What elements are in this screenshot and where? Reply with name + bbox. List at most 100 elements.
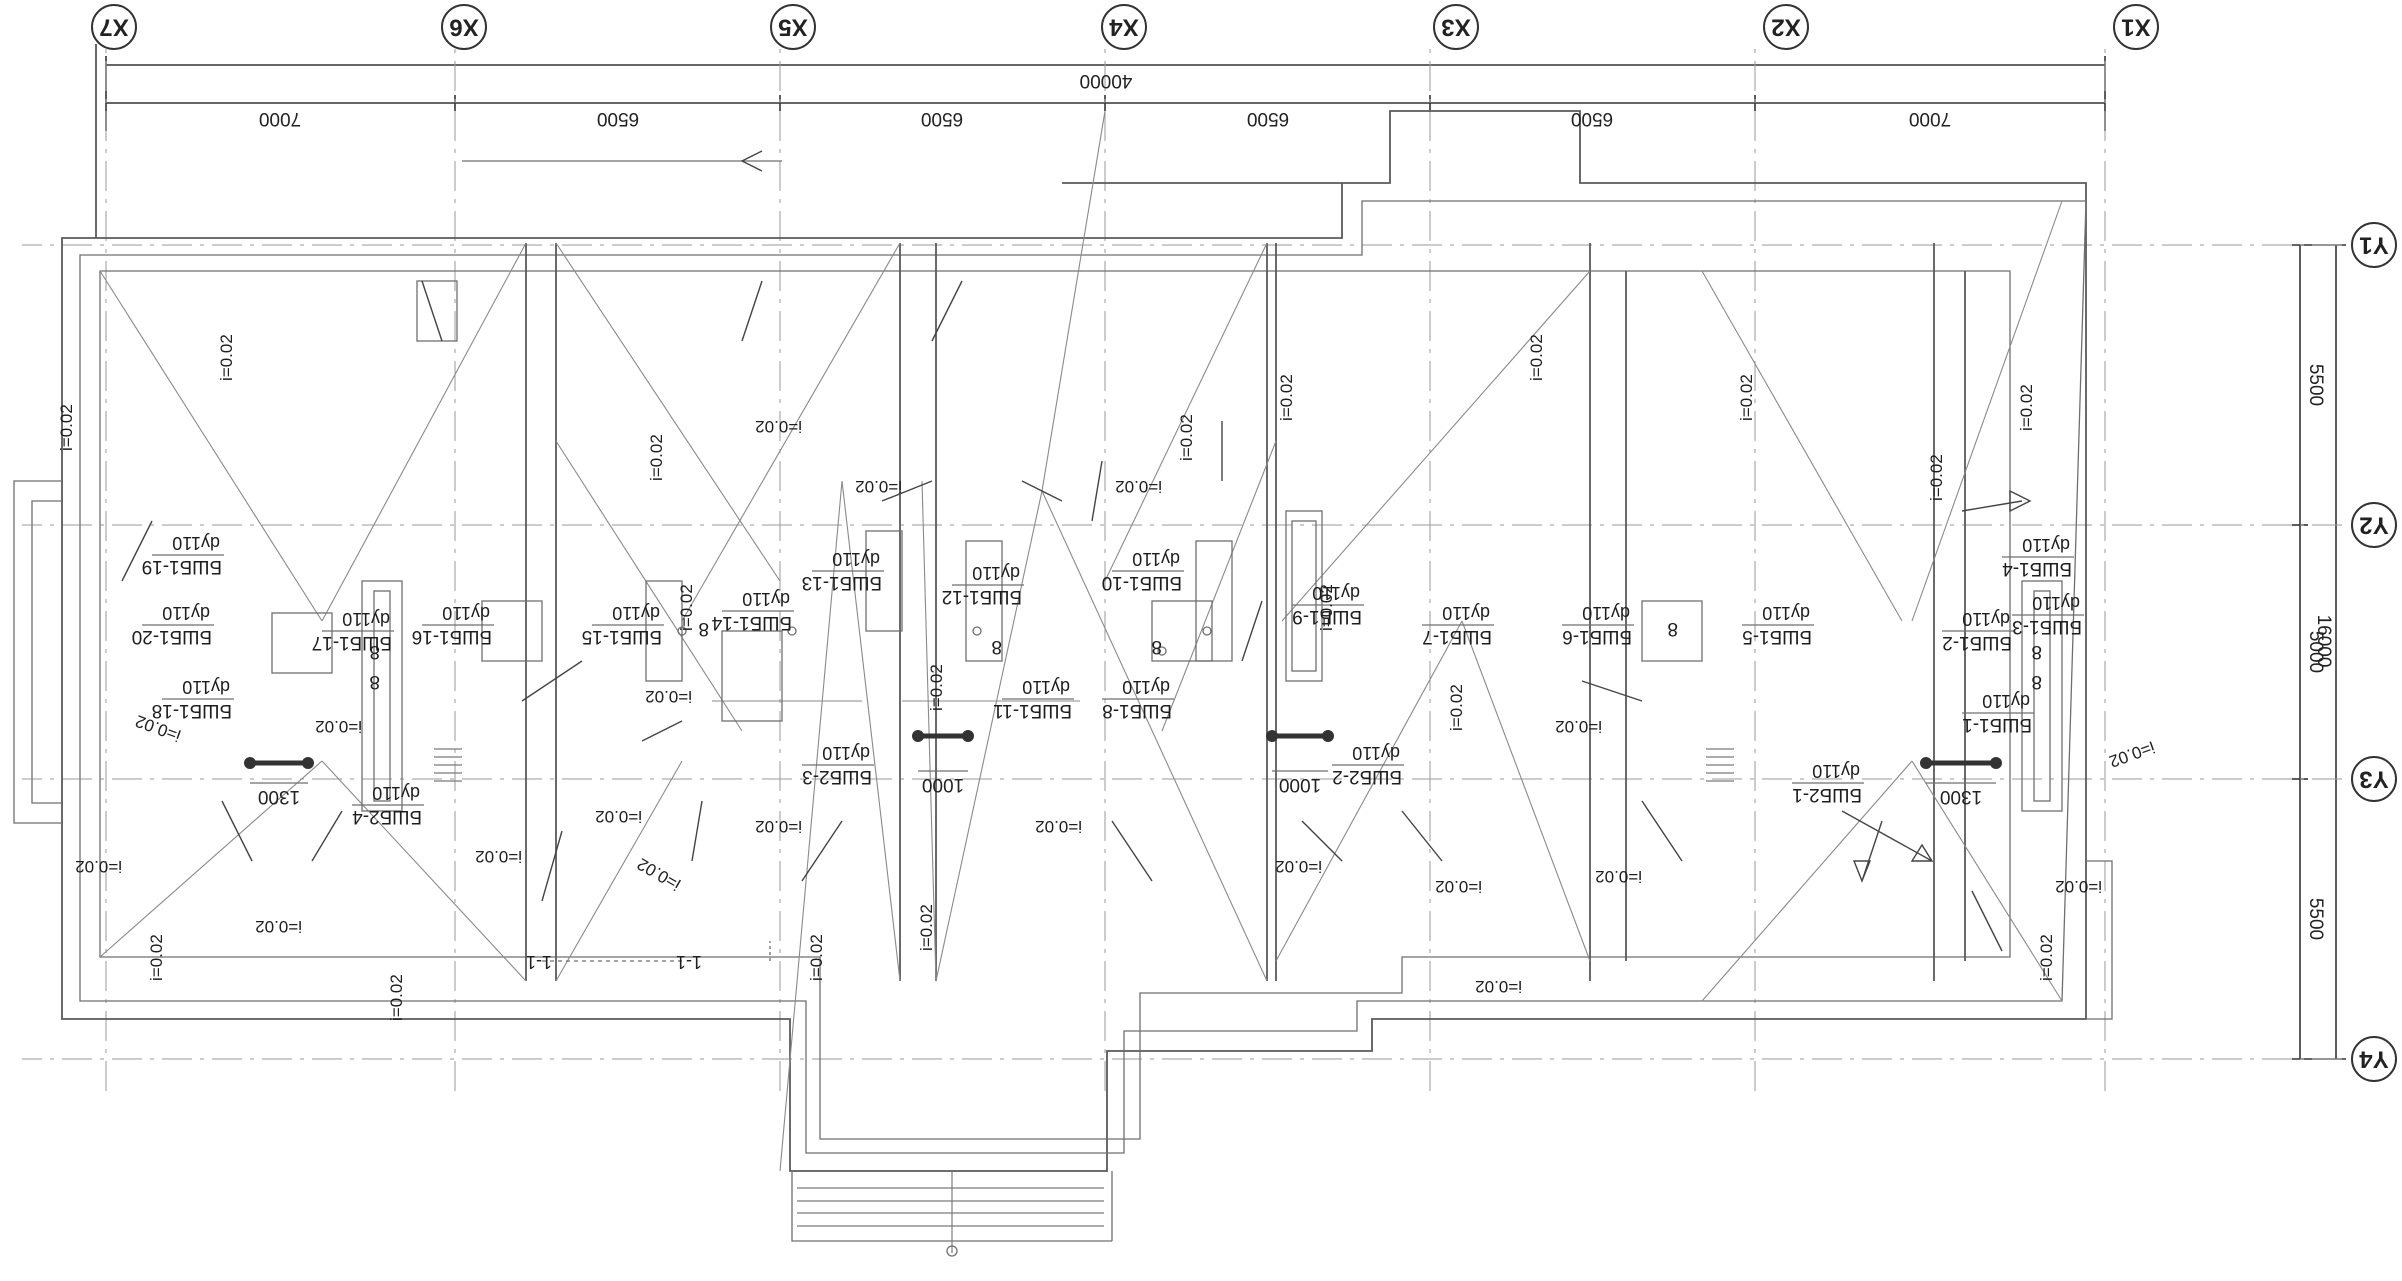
slope-label: i=0.02: [387, 974, 406, 1021]
section-label: 1-1: [526, 952, 552, 972]
slope-label: i=0.02: [634, 854, 684, 894]
svg-text:БШБ1-4: БШБ1-4: [2002, 558, 2072, 579]
axis-bubble-x4: X4: [1101, 4, 1147, 50]
slope-label: i=0.02: [2037, 934, 2056, 981]
slope-label: i=0.02: [1475, 977, 1522, 996]
axis-label: Y2: [2359, 512, 2388, 539]
dimension-labels: 40000 7000 6500 6500 6500 6500 7000 1600…: [258, 70, 2334, 940]
slope-label: i=0.02: [57, 404, 76, 451]
funnel-tag: БШБ2-4 dy110: [352, 783, 424, 827]
slope-label: i=0.02: [2017, 384, 2036, 431]
slope-label: i=0.02: [1317, 584, 1336, 631]
svg-text:БШБ1-18: БШБ1-18: [152, 700, 232, 721]
slope-label: i=0.02: [807, 934, 826, 981]
span-dimension: 5500: [2305, 898, 2326, 940]
vent-glyph: 8: [1667, 618, 1678, 639]
svg-text:БШБ1-5: БШБ1-5: [1742, 626, 1812, 647]
vent-glyph: 8: [698, 618, 709, 639]
svg-text:БШБ1-13: БШБ1-13: [802, 572, 882, 593]
vent-glyph: 8: [2031, 671, 2042, 692]
axis-bubble-x1: X1: [2113, 4, 2159, 50]
funnel-tag: БШБ1-6 dy110: [1562, 603, 1634, 647]
slope-label: i=0.02: [2055, 877, 2102, 896]
svg-text:dy110: dy110: [1022, 677, 1070, 697]
svg-text:dy110: dy110: [822, 743, 870, 763]
axis-bubble-y1: Y1: [2351, 222, 2397, 268]
slope-label: i=0.02: [917, 904, 936, 951]
slope-arrows: [121, 150, 2032, 961]
vent-glyph: 8: [991, 636, 1002, 657]
slope-label: i=0.02: [1115, 477, 1162, 496]
svg-text:БШБ1-1: БШБ1-1: [1962, 714, 2032, 735]
span-dimension: 5000: [2305, 631, 2326, 673]
axis-label: X3: [1441, 14, 1470, 41]
slope-label: i=0.02: [1595, 867, 1642, 886]
vent-glyph: 8: [369, 671, 380, 692]
svg-text:БШБ1-16: БШБ1-16: [412, 626, 492, 647]
total-dimension-x: 40000: [1080, 70, 1133, 91]
slope-label: i=0.02: [1447, 684, 1466, 731]
svg-text:БШБ1-7: БШБ1-7: [1422, 626, 1492, 647]
svg-text:БШБ1-6: БШБ1-6: [1562, 626, 1632, 647]
svg-text:БШБ1-20: БШБ1-20: [132, 626, 212, 647]
span-dimension: 7000: [1909, 108, 1951, 129]
svg-text:dy110: dy110: [162, 603, 210, 623]
gutters: [244, 730, 2002, 784]
svg-text:БШБ1-8: БШБ1-8: [1102, 700, 1172, 721]
svg-text:dy110: dy110: [372, 783, 420, 803]
svg-text:dy110: dy110: [1812, 761, 1860, 781]
slope-label: i=0.02: [595, 807, 642, 826]
svg-text:БШБ2-4: БШБ2-4: [352, 806, 422, 827]
span-dimension: 6500: [921, 108, 963, 129]
svg-text:dy110: dy110: [742, 589, 790, 609]
slope-label: i=0.02: [927, 664, 946, 711]
span-dimension: 6500: [1247, 108, 1289, 129]
axis-label: X2: [1771, 14, 1800, 41]
axis-bubble-x3: X3: [1433, 4, 1479, 50]
svg-text:БШБ1-12: БШБ1-12: [942, 586, 1022, 607]
slope-label: i=0.02: [647, 434, 666, 481]
gutter-length: 1000: [922, 774, 964, 795]
roof-hips: [99, 110, 2063, 1172]
slope-label: i=0.02: [645, 687, 692, 706]
slope-label: i=0.02: [1555, 717, 1602, 736]
svg-text:dy110: dy110: [172, 533, 220, 553]
span-dimension: 6500: [1571, 108, 1613, 129]
axis-label: X1: [2121, 14, 2150, 41]
svg-text:dy110: dy110: [1122, 677, 1170, 697]
slope-label: i=0.02: [855, 477, 902, 496]
funnel-tag: БШБ1-20 dy110: [132, 603, 214, 647]
svg-text:dy110: dy110: [832, 549, 880, 569]
svg-text:dy110: dy110: [612, 603, 660, 623]
slope-label: i=0.02: [147, 934, 166, 981]
slope-label: i=0.02: [475, 847, 522, 866]
axis-label: X6: [449, 14, 478, 41]
slope-label: i=0.02: [1277, 374, 1296, 421]
axis-label: X5: [778, 14, 807, 41]
vent-glyphs: 8 8 8 8 8 8 8 8: [369, 618, 2042, 692]
funnel-tag: БШБ1-13 dy110: [802, 549, 884, 593]
svg-text:БШБ1-3: БШБ1-3: [2012, 616, 2082, 637]
span-dimension: 7000: [259, 108, 301, 129]
axis-label: X7: [99, 14, 128, 41]
svg-text:dy110: dy110: [342, 609, 390, 629]
slope-label: i=0.02: [315, 717, 362, 736]
svg-text:dy110: dy110: [1582, 603, 1630, 623]
vent-glyph: 8: [369, 641, 380, 662]
svg-text:БШБ2-1: БШБ2-1: [1792, 784, 1862, 805]
